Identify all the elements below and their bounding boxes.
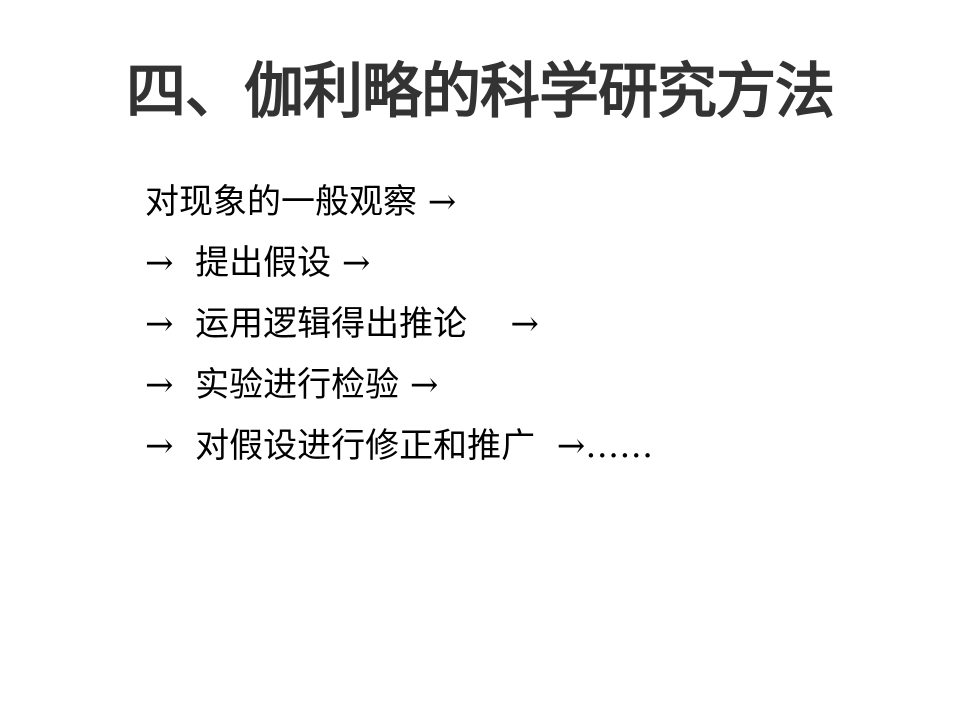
step-observation: 对现象的一般观察 → xyxy=(145,182,457,222)
slide-title: 四、伽利略的科学研究方法 xyxy=(126,57,835,127)
step-hypothesis: → 提出假设 → xyxy=(145,243,371,283)
step-experiment-test: → 实验进行检验 → xyxy=(145,365,439,405)
method-steps-list: 对现象的一般观察 → → 提出假设 → → 运用逻辑得出推论 → → 实验进行检… xyxy=(145,172,905,477)
step-revise-generalize: → 对假设进行修正和推广 →…… xyxy=(145,426,654,466)
step-logical-inference: → 运用逻辑得出推论 → xyxy=(145,304,539,344)
